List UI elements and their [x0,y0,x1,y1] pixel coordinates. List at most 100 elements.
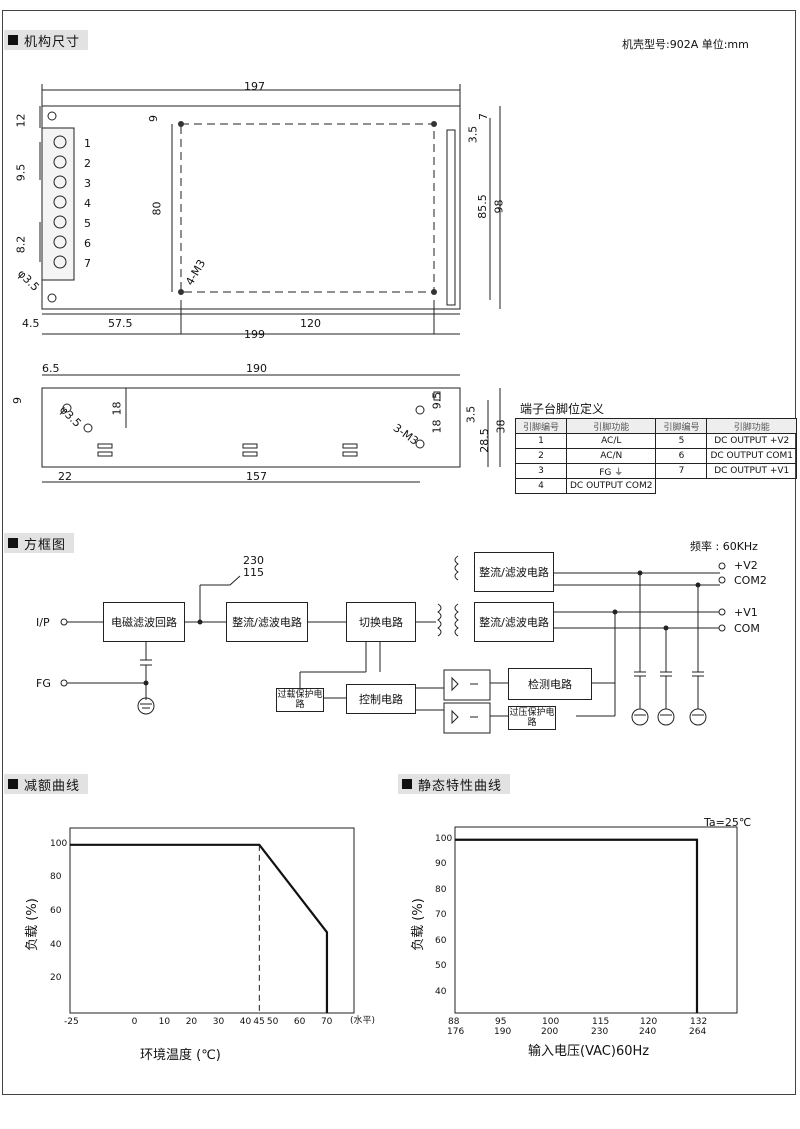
pin-col-header: 引脚编号 [515,418,567,434]
fg-label: FG [36,677,51,690]
derating-xlabel: 环境温度 (℃) [140,1048,221,1063]
derating-y-tick: 100 [50,838,68,849]
static-y-tick: 70 [435,910,447,921]
dim-190: 190 [246,362,267,375]
static-x-tick-bottom: 264 [689,1027,707,1037]
derating-x-tick: 40 [239,1017,252,1027]
mounting-holes-top [178,121,437,295]
pin-4: 4 [84,197,91,210]
dim-28-5: 28.5 [477,428,491,453]
overvoltage-protect-box: 过压保护电路 [508,706,556,730]
terminal-block [41,127,75,281]
static-plot-area [454,826,738,1014]
dim-side-9: 9 [11,397,24,404]
dim-22: 22 [58,470,72,483]
section-block-label: 方框图 [24,537,67,553]
com-label: COM [734,622,760,635]
static-y-tick: 90 [435,859,447,870]
section-mechanical: 机构尺寸 [4,30,89,50]
table-cell: AC/N [565,448,657,464]
case-info: 机壳型号:902A 单位:mm [622,38,749,51]
dim-side-3-5: 3.5 [464,405,478,424]
pin-table-title: 端子台脚位定义 [520,402,605,416]
page-frame [2,10,796,1095]
optocoupler-1 [443,669,491,701]
section-mechanical-label: 机构尺寸 [24,34,81,50]
com2-label: COM2 [734,574,767,587]
v1-label: +V1 [734,606,758,619]
derating-y-tick: 60 [50,906,62,917]
dim-98: 98 [492,199,506,214]
ip-label: I/P [36,616,50,629]
table-cell: 4 [515,478,567,494]
freq-label: 频率 : 60KHz [690,540,758,553]
transformer-icon [437,555,459,637]
rectifier-box: 整流/滤波电路 [226,602,308,642]
section-derating-label: 减额曲线 [24,778,81,794]
pin-7: 7 [84,257,91,270]
dim-side-r18: 18 [430,419,444,434]
output-terminals [60,562,726,687]
dim-197: 197 [244,80,265,93]
static-x-tick-bottom: 176 [447,1027,465,1037]
rectifier-top-box: 整流/滤波电路 [474,552,554,592]
table-cell: 6 [655,448,708,464]
static-x-tick: 88 [448,1017,460,1027]
table-cell [707,479,796,494]
dim-38: 38 [494,419,508,434]
v115-label: 115 [243,566,264,579]
dim-12: 12 [14,113,28,128]
pin-col-header: 引脚功能 [565,418,657,434]
static-x-tick: 120 [640,1017,658,1027]
derating-series-line [70,843,329,1013]
derating-y-tick: 20 [50,973,62,984]
static-series-line [455,838,699,1013]
block-diagram-lines [66,572,720,717]
static-y-tick: 40 [435,986,447,997]
pin-5: 5 [84,217,91,230]
static-x-tick-bottom: 230 [591,1027,609,1037]
derating-x-tick: 20 [185,1017,198,1027]
pin-6: 6 [84,237,91,250]
static-x-tick: 100 [542,1017,560,1027]
side-view-outline [41,387,461,468]
dim-6-5: 6.5 [42,362,60,375]
static-x-tick: 95 [495,1017,507,1027]
dim-9-5: 9.5 [14,163,28,182]
top-view-pcb-area [180,123,435,293]
table-cell: AC/L [565,433,657,449]
dim-57-5: 57.5 [108,317,133,330]
table-cell [656,479,707,494]
derating-plot-area [69,827,355,1014]
dim-4-5: 4.5 [22,317,40,330]
optocoupler-2 [443,702,491,734]
table-cell: 5 [655,433,708,449]
table-cell: DC OUTPUT +V2 [706,433,797,449]
detect-box: 检测电路 [508,668,592,700]
derating-x-tick: 0 [131,1017,138,1027]
dim-7: 7 [477,113,490,120]
overload-protect-box: 过载保护电路 [276,688,324,712]
table-cell: DC OUTPUT +V1 [706,463,797,479]
section-static-label: 静态特性曲线 [418,778,503,794]
table-cell: 2 [515,448,567,464]
section-block-diagram: 方框图 [4,533,75,553]
dim-9: 9 [147,115,160,122]
pin-table-header: 引脚编号 引脚功能 引脚编号 引脚功能 [515,418,797,434]
pin-1: 1 [84,137,91,150]
static-x-tick: 115 [592,1017,610,1027]
dim-3-5: 3.5 [466,125,480,144]
pin-col-header: 引脚功能 [706,418,797,434]
dim-8-2: 8.2 [14,235,28,254]
pin-3: 3 [84,177,91,190]
emi-filter-box: 电磁滤波回路 [103,602,185,642]
table-cell: 3 [515,463,567,479]
rectifier-mid-box: 整流/滤波电路 [474,602,554,642]
static-x-tick: 132 [690,1017,708,1027]
